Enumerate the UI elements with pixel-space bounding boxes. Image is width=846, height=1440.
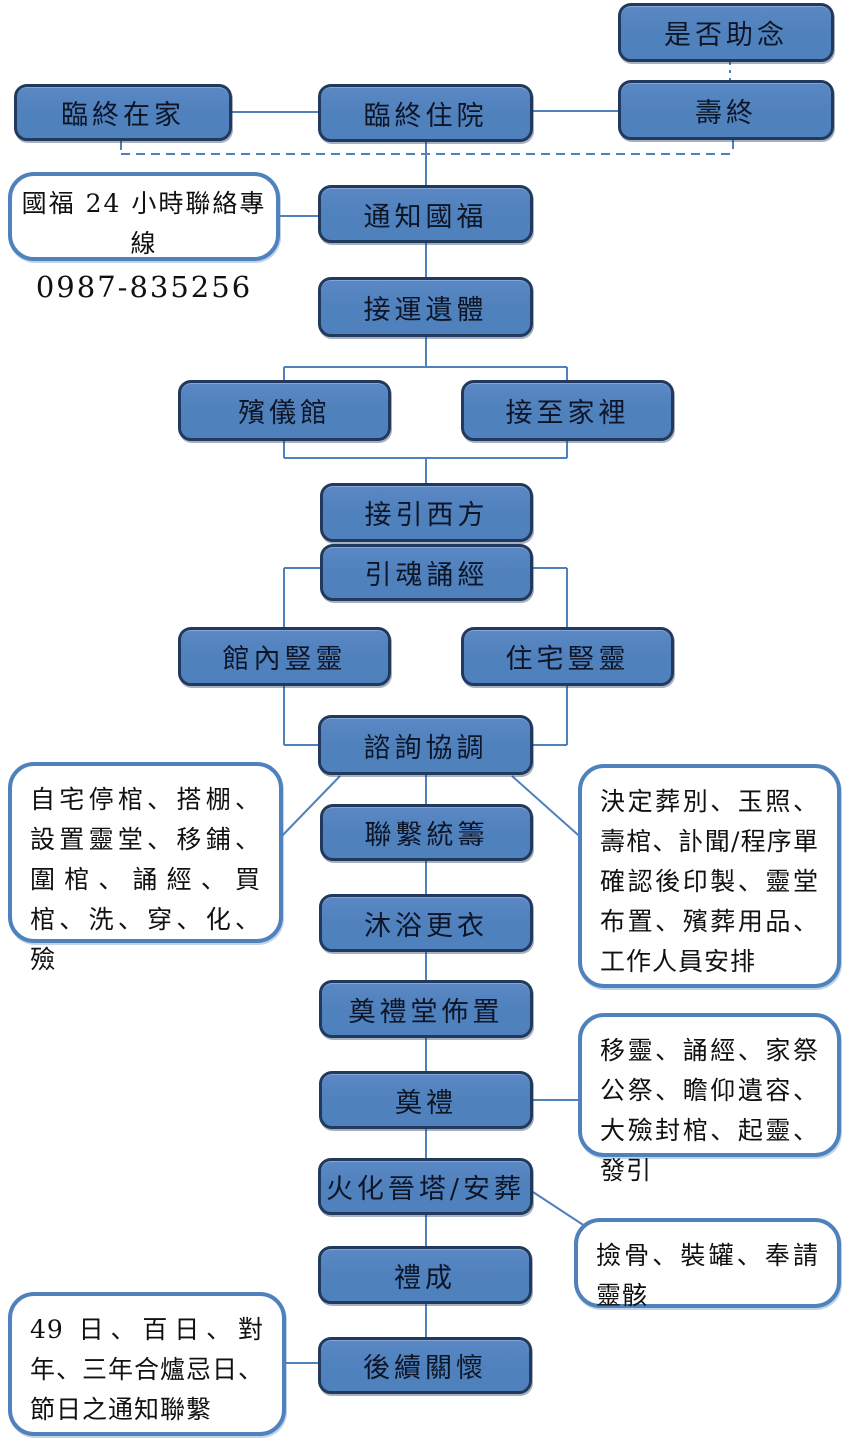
node-label: 通知國福 (363, 201, 488, 233)
callout-text: 撿骨、裝罐、奉請靈骸 (596, 1241, 819, 1310)
node-should-chant: 是否助念 (618, 3, 834, 62)
node-label: 接至家裡 (505, 398, 630, 429)
node-receive-home: 接至家裡 (461, 380, 674, 441)
node-follow-up-care: 後續關懷 (318, 1337, 532, 1394)
node-label: 後續關懷 (363, 1353, 487, 1384)
node-memorial-ceremony: 奠禮 (319, 1071, 533, 1129)
node-label: 奠禮堂佈置 (348, 996, 504, 1028)
callout-text: 決定葬別、玉照、壽棺、訃聞/程序單確認後印製、靈堂布置、殯葬用品、工作人員安排 (600, 787, 819, 976)
node-transport-body: 接運遺體 (318, 277, 533, 337)
node-liaison-planning: 聯繫統籌 (320, 804, 533, 861)
node-label: 殯儀館 (238, 398, 331, 429)
node-cremation-burial: 火化晉塔/安葬 (318, 1158, 533, 1215)
node-notify-guofu: 通知國福 (318, 185, 533, 243)
callout-text: 49 日、百日、對年、三年合爐忌日、節日之通知聯繫 (30, 1315, 265, 1424)
node-home-altar: 住宅豎靈 (461, 627, 674, 686)
node-label: 館內豎靈 (222, 644, 347, 675)
node-label: 聯繫統籌 (364, 820, 489, 851)
callout-text: 自宅停棺、搭棚、設置靈堂、移鋪、圍棺、誦經、買棺、洗、穿、化、殮 (30, 785, 261, 974)
node-dying-at-home: 臨終在家 (14, 84, 232, 141)
node-label: 禮成 (394, 1262, 456, 1294)
node-label: 諮詢協調 (363, 732, 488, 764)
node-funeral-parlor: 殯儀館 (178, 380, 391, 441)
node-ceremony-complete: 禮成 (318, 1246, 532, 1304)
callout-hotline: 國福 24 小時聯絡專線 0987-835256 (8, 172, 280, 304)
node-hall-setup: 奠禮堂佈置 (319, 980, 533, 1038)
callout-text: 移靈、誦經、家祭公祭、瞻仰遺容、大殮封棺、起靈、發引 (600, 1036, 819, 1185)
connector-consult-homeprep (277, 775, 341, 841)
node-guide-to-west: 接引西方 (320, 483, 533, 542)
node-label: 住宅豎靈 (505, 644, 630, 675)
hotline-phone-number: 0987-835256 (35, 270, 253, 304)
hotline-label: 國福 24 小時聯絡專線 (21, 189, 267, 258)
node-bathing-dressing: 沐浴更衣 (319, 894, 533, 952)
callout-bone-collection: 撿骨、裝罐、奉請靈骸 (574, 1218, 841, 1310)
callout-funeral-decisions: 決定葬別、玉照、壽棺、訃聞/程序單確認後印製、靈堂布置、殯葬用品、工作人員安排 (578, 764, 841, 988)
node-label: 沐浴更衣 (364, 910, 488, 942)
node-label: 臨終住院 (363, 100, 488, 132)
callout-ceremony-details: 移靈、誦經、家祭公祭、瞻仰遺容、大殮封棺、起靈、發引 (578, 1013, 841, 1185)
node-parlor-altar: 館內豎靈 (178, 627, 391, 686)
node-label: 火化晉塔/安葬 (325, 1174, 526, 1205)
callout-home-arrangements: 自宅停棺、搭棚、設置靈堂、移鋪、圍棺、誦經、買棺、洗、穿、化、殮 (8, 762, 283, 974)
node-label: 臨終在家 (61, 100, 185, 131)
node-label: 接運遺體 (363, 294, 488, 326)
node-label: 是否助念 (664, 20, 788, 51)
node-label: 接引西方 (364, 500, 489, 531)
node-label: 壽終 (695, 97, 757, 129)
node-dying-in-hospital: 臨終住院 (318, 84, 533, 142)
node-consultation: 諮詢協調 (318, 715, 533, 775)
node-label: 引魂誦經 (364, 560, 489, 591)
node-soul-chanting: 引魂誦經 (320, 544, 533, 601)
node-natural-death: 壽終 (618, 80, 834, 140)
node-label: 奠禮 (395, 1087, 457, 1119)
callout-memorial-dates: 49 日、百日、對年、三年合爐忌日、節日之通知聯繫 (8, 1292, 286, 1436)
connector-consult-decisions (511, 775, 587, 843)
